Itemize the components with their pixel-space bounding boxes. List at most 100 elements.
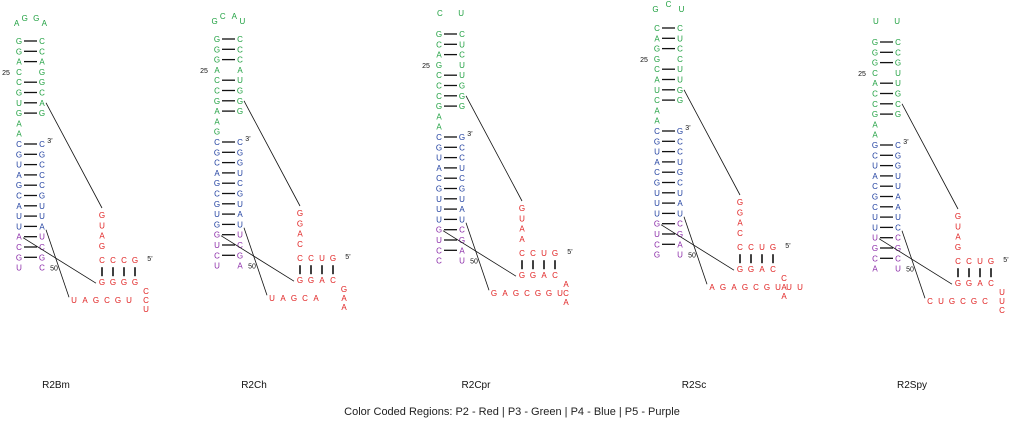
p3-base: C xyxy=(895,48,901,57)
p3-base: G xyxy=(16,89,22,98)
p2-base: A xyxy=(731,283,737,292)
p4-base: G xyxy=(654,137,660,146)
connector-line xyxy=(22,237,97,284)
connector-line xyxy=(901,230,926,299)
p2-base: C xyxy=(104,296,110,305)
p2-base: G xyxy=(737,198,743,207)
p2-base: C xyxy=(988,279,994,288)
p4-base: G xyxy=(214,148,220,157)
p3-base: U xyxy=(16,99,22,108)
p3-base: C xyxy=(16,78,22,87)
p2-base: A xyxy=(737,219,743,228)
p4-base: C xyxy=(39,181,45,190)
p2-base: G xyxy=(291,294,297,303)
p2-base: C xyxy=(552,271,558,280)
p2-base: G xyxy=(971,297,977,306)
p4-base: C xyxy=(872,203,878,212)
p2-base: U xyxy=(126,296,132,305)
p3-base: G xyxy=(16,37,22,46)
p4-base: C xyxy=(436,133,442,142)
p4-base: A xyxy=(654,158,660,167)
p2-base: U xyxy=(938,297,944,306)
p3-base: A xyxy=(654,34,660,43)
p3-base: U xyxy=(459,40,465,49)
p3-base: U xyxy=(654,86,660,95)
p2-base: A xyxy=(781,283,787,292)
p4-base: A xyxy=(677,199,683,208)
p5-base: A xyxy=(459,246,465,255)
connector-line xyxy=(660,224,735,271)
p4-base: C xyxy=(214,159,220,168)
p2-base: C xyxy=(143,287,149,296)
p4-base: G xyxy=(39,192,45,201)
p3-base: A xyxy=(214,117,220,126)
p5-base: U xyxy=(214,241,220,250)
p4-base: U xyxy=(39,202,45,211)
p5-base: U xyxy=(654,230,660,239)
p4-base: C xyxy=(677,148,683,157)
p3-base: C xyxy=(872,90,878,99)
p2-base: C xyxy=(302,294,308,303)
p2-base: U xyxy=(99,221,105,230)
p2-base: G xyxy=(93,296,99,305)
p2-base: G xyxy=(110,278,116,287)
p2-base: C xyxy=(982,297,988,306)
p2-base: G xyxy=(341,285,347,294)
p3-base: G xyxy=(872,59,878,68)
p4-base: U xyxy=(895,172,901,181)
p2-base: C xyxy=(110,256,116,265)
p4-base: C xyxy=(459,174,465,183)
p4-base: U xyxy=(16,222,22,231)
loop-base: G xyxy=(22,14,28,23)
p2-base: A xyxy=(541,271,547,280)
p5-base: C xyxy=(39,264,45,273)
p2-base: U xyxy=(786,283,792,292)
five-prime-label: 5’ xyxy=(147,256,153,263)
p2-base: U xyxy=(955,222,961,231)
nt-25-label: 25 xyxy=(640,57,648,64)
p2-base: U xyxy=(71,296,77,305)
p2-base: G xyxy=(530,271,536,280)
p4-base: C xyxy=(39,171,45,180)
p4-base: A xyxy=(895,203,901,212)
p3-base: G xyxy=(237,87,243,96)
p5-base: G xyxy=(16,253,22,262)
p2-base: G xyxy=(552,249,558,258)
p2-base: C xyxy=(121,256,127,265)
p2-base: G xyxy=(115,296,121,305)
p2-base: U xyxy=(759,243,765,252)
p4-base: G xyxy=(654,179,660,188)
loop-base: A xyxy=(42,19,48,28)
loop-base: U xyxy=(894,17,900,26)
p4-base: G xyxy=(459,133,465,142)
nt-50-label: 50 xyxy=(906,267,914,274)
loop-base: U xyxy=(458,9,464,18)
structure-name: R2Ch xyxy=(241,380,267,391)
p4-base: G xyxy=(895,151,901,160)
loop-base: U xyxy=(239,17,245,26)
p5-base: U xyxy=(39,233,45,242)
p3-base: C xyxy=(214,76,220,85)
p4-base: U xyxy=(677,158,683,167)
structure-name: R2Cpr xyxy=(462,380,492,391)
p4-base: U xyxy=(872,223,878,232)
p2-base: G xyxy=(770,243,776,252)
p4-base: G xyxy=(872,141,878,150)
p3-base: C xyxy=(16,68,22,77)
p2-base: A xyxy=(977,279,983,288)
p2-base: C xyxy=(519,249,525,258)
p3-base: A xyxy=(39,58,45,67)
p4-base: C xyxy=(16,140,22,149)
p3-base: C xyxy=(872,100,878,109)
nt-50-label: 50 xyxy=(248,264,256,271)
p4-base: U xyxy=(872,213,878,222)
p4-base: C xyxy=(654,127,660,136)
p4-base: C xyxy=(214,190,220,199)
p3-base: G xyxy=(654,55,660,64)
p2-base: G xyxy=(535,289,541,298)
p2-base: G xyxy=(297,209,303,218)
p2-base: C xyxy=(308,254,314,263)
p5-base: U xyxy=(459,257,465,266)
p4-base: U xyxy=(16,161,22,170)
